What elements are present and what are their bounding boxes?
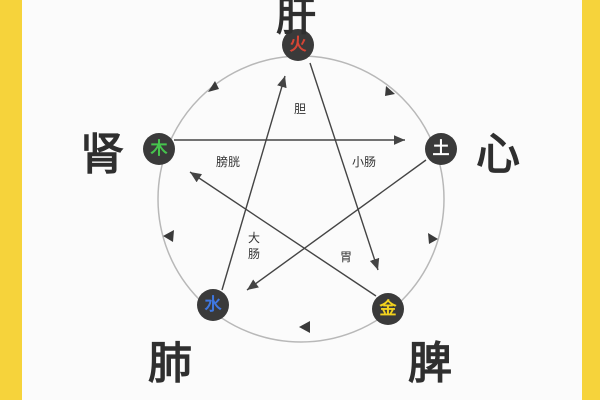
organ-label-bottom-right: 脾 — [408, 338, 452, 389]
cycle-arrow-icon — [428, 233, 438, 244]
line-fire-to-metal — [309, 62, 380, 271]
node-earth — [425, 133, 457, 165]
organ-label-right: 心 — [476, 129, 520, 180]
cycle-arrow-icon — [163, 230, 174, 242]
edge-label-dachang-text: 大肠 — [248, 231, 261, 261]
line-metal-to-wood — [189, 171, 377, 297]
wood-label: 木 — [150, 139, 168, 159]
organ-label-left: 肾 — [80, 129, 124, 180]
left-yellow-frame — [0, 0, 22, 400]
metal-label: 金 — [379, 299, 397, 319]
cycle-arrow-icon — [299, 321, 310, 333]
organ-label-top: 肝 — [276, 0, 316, 40]
fire-label: 火 — [289, 35, 307, 55]
water-label: 水 — [204, 295, 222, 315]
organ-label-bottom-left: 肺 — [148, 338, 192, 389]
edge-label-xiaochang: 小肠 — [352, 155, 377, 169]
line-earth-to-water — [246, 159, 427, 291]
line-water-to-fire — [221, 75, 287, 291]
cycle-arrow-icon — [385, 86, 395, 96]
node-metal — [372, 293, 404, 325]
edge-label-dachang: 大肠 — [248, 230, 262, 262]
edge-label-pangguang: 膀胱 — [216, 155, 241, 169]
edge-label-wei: 胃 — [340, 250, 353, 264]
node-wood — [143, 133, 175, 165]
earth-label: 土 — [432, 139, 450, 159]
node-water — [197, 289, 229, 321]
node-fire — [282, 29, 314, 61]
edge-label-dan: 胆 — [294, 102, 307, 116]
right-yellow-frame — [582, 0, 600, 400]
cycle-arrow-icon — [208, 81, 219, 92]
diagram-canvas — [22, 0, 582, 400]
